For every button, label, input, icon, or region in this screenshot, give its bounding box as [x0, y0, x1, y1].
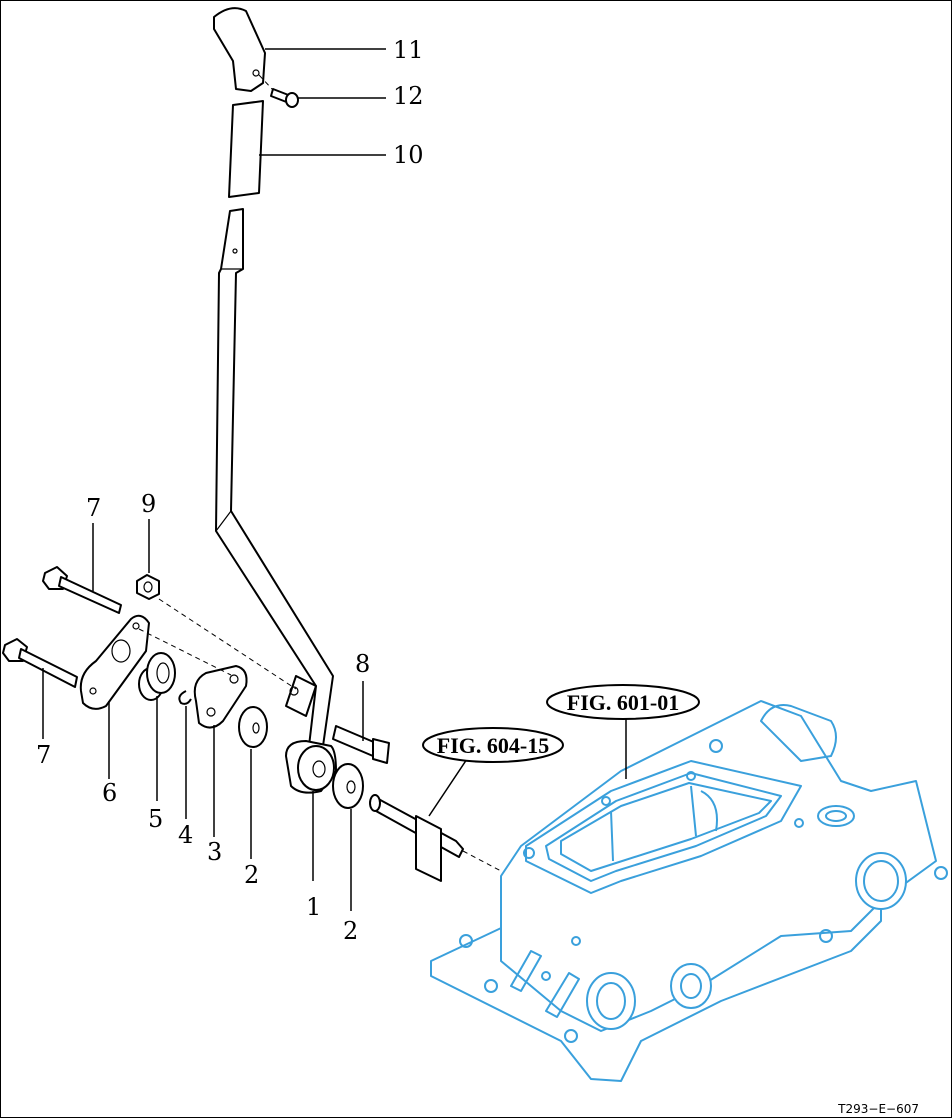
nut-9	[136, 574, 160, 600]
drawing-id: T293−E−607	[837, 1102, 919, 1116]
callout-11: 11	[393, 36, 424, 64]
transmission-housing	[430, 700, 948, 1082]
callout-5: 5	[148, 805, 163, 833]
figure-ref-601-01[interactable]: FIG. 601-01	[546, 684, 700, 720]
figure-ref-601-01-label: FIG. 601-01	[567, 690, 679, 715]
callout-2-right: 2	[343, 917, 358, 945]
bolt-8	[332, 725, 390, 764]
callout-7-lower: 7	[36, 741, 51, 769]
callout-2-left: 2	[244, 861, 259, 889]
callout-9: 9	[141, 490, 156, 518]
figure-ref-604-15-label: FIG. 604-15	[437, 733, 549, 758]
shift-shaft	[369, 794, 502, 882]
lever-grip	[228, 100, 264, 198]
callout-12: 12	[393, 82, 424, 110]
washer-2-right	[332, 763, 364, 809]
callout-3: 3	[207, 838, 222, 866]
callout-6: 6	[102, 779, 117, 807]
bolt-7-lower	[2, 638, 78, 688]
figure-ref-604-15[interactable]: FIG. 604-15	[422, 727, 564, 763]
callout-8: 8	[355, 650, 370, 678]
callout-1: 1	[306, 893, 321, 921]
bracket-6	[79, 614, 150, 710]
knob-screw	[258, 74, 299, 108]
snap-ring-4	[178, 690, 192, 705]
callout-7-upper: 7	[86, 494, 101, 522]
callout-4: 4	[178, 821, 193, 849]
bolt-7-upper	[42, 566, 122, 614]
shift-lever	[215, 208, 337, 794]
plate-3	[193, 665, 248, 729]
leader-lines	[42, 48, 627, 911]
bushing-5	[138, 652, 176, 701]
callout-10: 10	[393, 141, 424, 169]
alignment-line-a	[158, 598, 297, 690]
alignment-line-b	[138, 628, 232, 676]
lever-knob	[213, 7, 266, 92]
